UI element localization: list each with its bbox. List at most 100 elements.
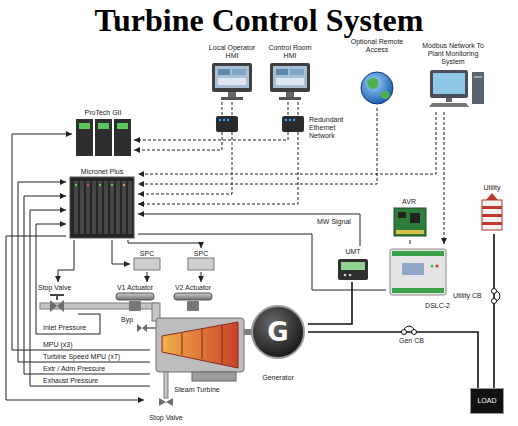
screen-detail	[276, 69, 288, 75]
node-label: Steam Turbine	[150, 386, 244, 394]
node-label: G	[248, 318, 308, 346]
connector	[128, 240, 201, 248]
chip	[398, 212, 406, 218]
screen-detail	[290, 69, 304, 75]
stop-valve: Stop Valve	[144, 394, 188, 422]
rack-slot	[104, 181, 108, 234]
switch-led	[293, 119, 295, 121]
dslc-led	[431, 265, 434, 268]
utility-icon	[482, 193, 502, 230]
breaker-arc	[497, 291, 500, 301]
switch-led	[223, 119, 225, 121]
connector	[6, 236, 144, 400]
terminal-strip	[396, 230, 424, 234]
hmi-monitor	[270, 63, 310, 100]
node-label: SPC	[130, 250, 164, 258]
pc-monitor	[430, 70, 468, 98]
connector	[36, 224, 100, 334]
node-label: Micronet Plus	[66, 168, 138, 176]
modbus-network: Modbus Network To Plant Monitoring Syste…	[416, 40, 490, 112]
module	[95, 119, 112, 156]
turbine-blade	[222, 325, 223, 364]
actuator-cylinder	[116, 293, 154, 300]
rack-slot	[98, 181, 102, 234]
rack-slot	[128, 181, 132, 234]
utility-stripe	[482, 214, 502, 217]
monitoring-pc	[429, 70, 484, 107]
part-label: Utility CB	[452, 292, 483, 300]
title: Turbine Control System	[0, 1, 518, 39]
connector	[308, 282, 352, 324]
monitor-base	[221, 97, 243, 100]
rack-led	[87, 184, 89, 186]
switch-led	[285, 119, 287, 121]
bypass-valve	[137, 324, 147, 332]
signal-label: MW Signal	[316, 218, 352, 226]
stop-valve: Stop Valve	[38, 282, 78, 318]
node-label: Optional Remote Access	[349, 38, 406, 54]
utility-source: Utility	[472, 182, 512, 234]
connector	[308, 332, 478, 388]
monitor-base	[279, 97, 301, 100]
signal-label-wrap: Inlet Pressure	[42, 324, 87, 332]
screen-detail	[218, 78, 246, 85]
module	[114, 119, 131, 156]
voltage-regulator: AVR	[388, 196, 430, 240]
part-label: Redundant Ethernet Network	[308, 116, 354, 140]
rack-led	[75, 184, 77, 186]
pc-keyboard	[429, 103, 469, 107]
utility-stripe	[482, 222, 502, 225]
connector	[138, 234, 386, 290]
module	[76, 119, 93, 156]
breaker-contact	[402, 330, 407, 335]
exhaust-hood	[192, 372, 236, 381]
dslc-case	[390, 249, 446, 295]
screen-detail	[218, 69, 230, 75]
breaker-contact	[412, 330, 417, 335]
actuator-symbol	[116, 293, 212, 311]
circuit-board	[394, 208, 426, 236]
valve-actuator: V1 Actuator	[112, 282, 158, 312]
node-label: Stop Valve	[144, 414, 188, 422]
signal-label-wrap: Extr / Adm Pressure	[42, 365, 106, 373]
terminal-strip	[392, 288, 444, 293]
node-label: AVR	[388, 198, 430, 206]
umt-case	[338, 259, 368, 280]
breaker-arc	[404, 326, 414, 329]
utility-building	[482, 200, 502, 230]
signal-label: Exhaust Pressure	[42, 377, 99, 385]
monitor-stand	[228, 92, 236, 97]
signal-label: MPU (x3)	[42, 341, 74, 349]
micronet-rack	[70, 177, 134, 238]
globe-icon	[361, 72, 393, 104]
switch-body	[282, 116, 304, 132]
switch-led	[289, 119, 291, 121]
rack-led	[111, 184, 113, 186]
pc-tower	[472, 72, 484, 104]
connector	[147, 272, 148, 282]
umt-device	[338, 259, 368, 280]
part-label-wrap: Gen CB	[398, 337, 425, 345]
load-box: LOAD	[470, 388, 504, 414]
rack-slot	[122, 181, 126, 234]
rack-slot	[74, 181, 78, 234]
hmi-station: Control Room HMI	[264, 42, 316, 102]
pc-screen	[433, 73, 465, 94]
turbine-blade	[202, 329, 203, 359]
pc-drive	[474, 76, 482, 78]
node-label: SPC	[184, 250, 218, 258]
connector	[12, 134, 150, 350]
rack-led	[123, 184, 125, 186]
servo-position-controller: SPC	[130, 248, 164, 272]
remote-access: Optional Remote Access	[349, 36, 406, 108]
spc-unit	[134, 258, 160, 270]
utility-stripe	[482, 206, 502, 209]
controller-rack: Micronet Plus	[66, 166, 138, 240]
connector	[58, 240, 74, 282]
dslc-led	[436, 265, 439, 268]
part-label: Gen CB	[398, 337, 425, 345]
connector	[410, 240, 411, 244]
module-display	[117, 123, 128, 129]
connector	[138, 102, 298, 204]
switch-led	[219, 119, 221, 121]
